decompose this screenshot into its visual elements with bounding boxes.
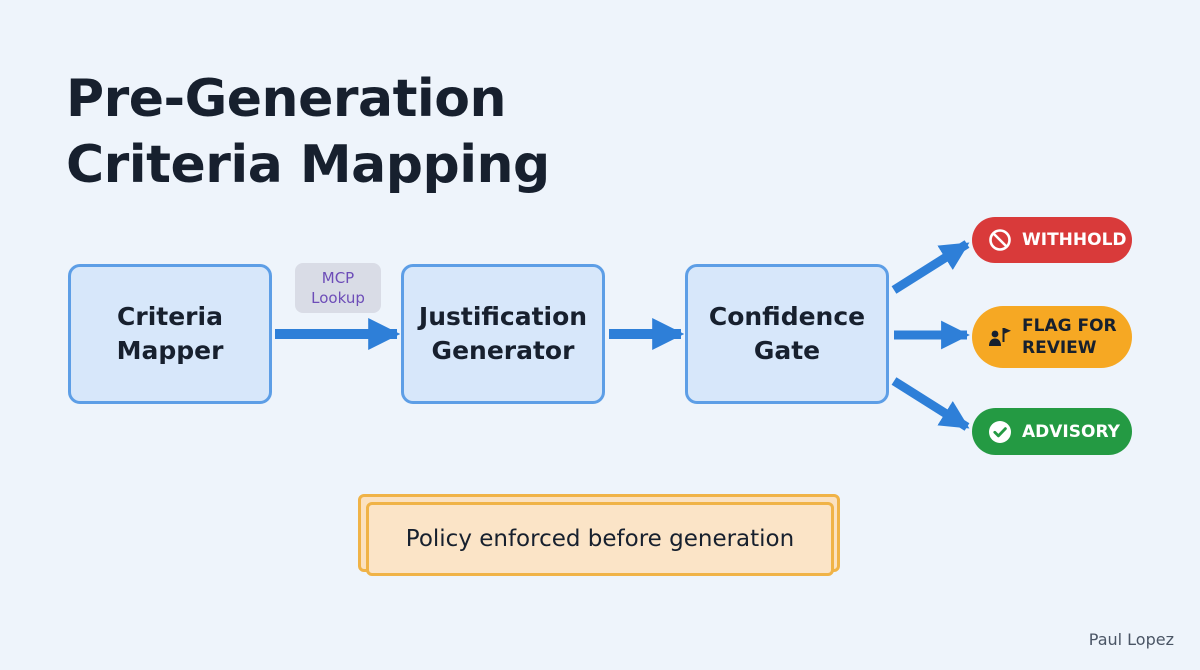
withhold-outcome-pill: WITHHOLD bbox=[972, 217, 1132, 263]
author-credit: Paul Lopez bbox=[1088, 630, 1174, 649]
confidence-gate-node: Confidence Gate bbox=[685, 264, 889, 404]
prohibited-icon bbox=[989, 229, 1011, 251]
arrow-gate-to-advisory bbox=[891, 377, 970, 431]
policy-note: Policy enforced before generation bbox=[366, 502, 834, 576]
arrow-gate-to-withhold bbox=[891, 240, 970, 294]
mcp-lookup-badge: MCP Lookup bbox=[295, 263, 381, 313]
page-title: Pre-Generation Criteria Mapping bbox=[66, 66, 550, 198]
check-circle-icon bbox=[989, 420, 1011, 443]
mcp-label-line-2: Lookup bbox=[311, 289, 365, 307]
node-label-line-2: Mapper bbox=[116, 336, 224, 365]
mcp-label-line-1: MCP bbox=[321, 269, 355, 287]
title-line-2: Criteria Mapping bbox=[66, 135, 550, 195]
justification-generator-node: Justification Generator bbox=[401, 264, 605, 404]
flag-label-line-1: FLAG FOR bbox=[1022, 316, 1117, 336]
flag-label: FLAG FOR REVIEW bbox=[1022, 315, 1117, 359]
title-line-1: Pre-Generation bbox=[66, 69, 507, 129]
person-flag-icon bbox=[989, 328, 1011, 346]
advisory-outcome-pill: ADVISORY bbox=[972, 408, 1132, 455]
withhold-label: WITHHOLD bbox=[1022, 230, 1127, 250]
node-label-line-2: Generator bbox=[431, 336, 575, 365]
advisory-label: ADVISORY bbox=[1022, 421, 1120, 442]
node-label-line-2: Gate bbox=[753, 336, 821, 365]
node-label-line-1: Criteria bbox=[117, 302, 223, 331]
node-label-line-1: Justification bbox=[418, 302, 588, 331]
policy-note-text: Policy enforced before generation bbox=[405, 526, 795, 552]
criteria-mapper-node: Criteria Mapper bbox=[68, 264, 272, 404]
node-label-line-1: Confidence bbox=[708, 302, 866, 331]
flag-for-review-outcome-pill: FLAG FOR REVIEW bbox=[972, 306, 1132, 368]
flag-label-line-2: REVIEW bbox=[1022, 338, 1097, 358]
